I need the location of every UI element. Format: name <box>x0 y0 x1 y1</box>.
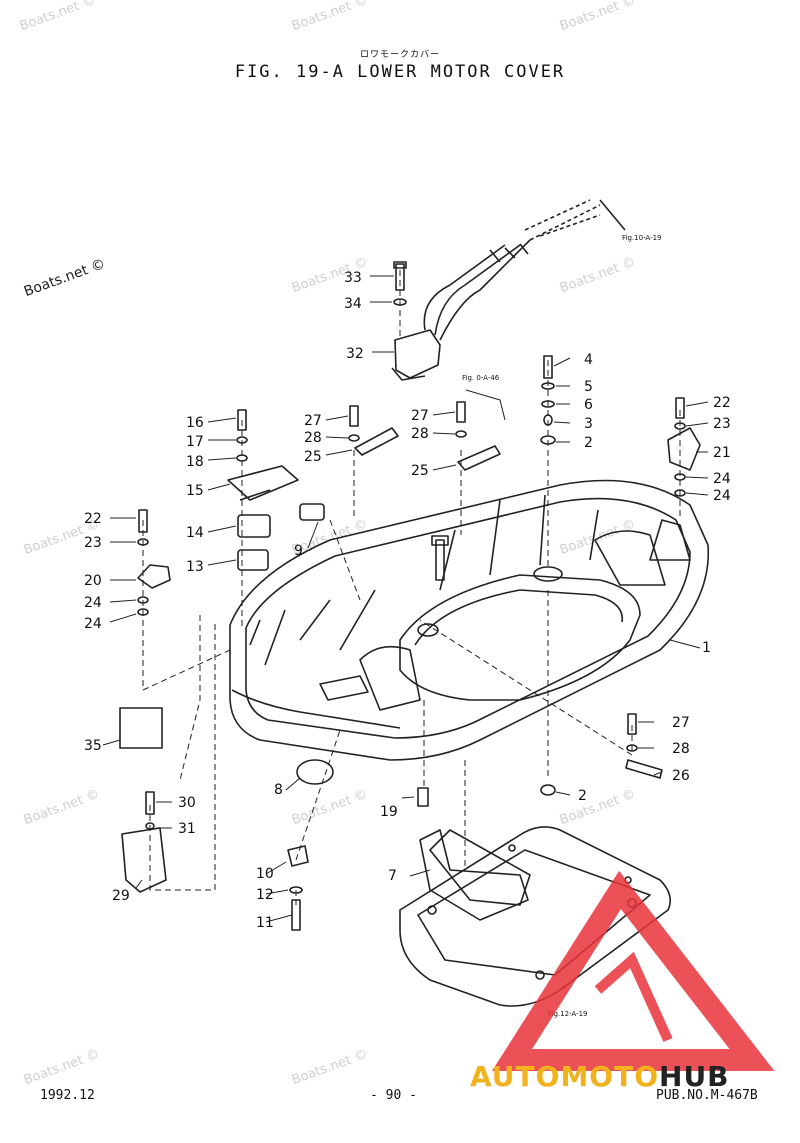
callout-5: 5 <box>584 379 593 395</box>
callout-33: 33 <box>344 270 362 286</box>
callout-22-left: 22 <box>84 511 102 527</box>
label-leader-lines <box>102 275 709 923</box>
callout-3: 3 <box>584 416 593 432</box>
callout-18: 18 <box>186 454 204 470</box>
callout-24-left-b: 24 <box>84 616 102 632</box>
callout-15: 15 <box>186 483 204 499</box>
callout-21: 21 <box>713 445 731 461</box>
callout-8: 8 <box>274 782 283 798</box>
ref-fig-0-a-46: Fig. 0-A-46 <box>462 374 500 382</box>
title-japanese: ロワモークカバー <box>359 50 440 60</box>
automotohub-logo-mark <box>491 870 775 1071</box>
callout-11: 11 <box>256 915 274 931</box>
callout-1: 1 <box>702 640 711 656</box>
footer-date: 1992.12 <box>40 1088 95 1103</box>
ref-fig-12-a-19: Fig.12-A-19 <box>548 1010 587 1018</box>
logo-text-hub: HUB <box>659 1060 730 1093</box>
callout-27-mid: 27 <box>411 408 429 424</box>
callout-23-right: 23 <box>713 416 731 432</box>
callout-6: 6 <box>584 397 593 413</box>
callout-27-right: 27 <box>672 715 690 731</box>
callout-20: 20 <box>84 573 102 589</box>
callout-34: 34 <box>344 296 362 312</box>
clamp-21 <box>667 427 701 471</box>
lower-motor-cover <box>229 479 710 761</box>
grommet-14 <box>237 514 271 538</box>
callout-28-right: 28 <box>672 741 690 757</box>
callout-27-left: 27 <box>304 413 322 429</box>
callout-9: 9 <box>294 543 303 559</box>
bracket-15 <box>227 465 299 501</box>
callout-25-mid: 25 <box>411 463 429 479</box>
figure-title: FIG. 19-A LOWER MOTOR COVER <box>234 62 566 82</box>
automotohub-logo: AUTOMOTOHUB <box>470 1060 730 1093</box>
callout-24-right-a: 24 <box>713 471 731 487</box>
callout-28-mid: 28 <box>411 426 429 442</box>
bracket-32 <box>391 329 441 381</box>
callout-10: 10 <box>256 866 274 882</box>
bolts-and-washers <box>137 261 686 931</box>
callout-35: 35 <box>84 738 102 754</box>
callout-30: 30 <box>178 795 196 811</box>
callout-17: 17 <box>186 434 204 450</box>
callout-22-right: 22 <box>713 395 731 411</box>
plate-29 <box>121 827 167 893</box>
callout-32: 32 <box>346 346 364 362</box>
callout-24-right-b: 24 <box>713 488 731 504</box>
plug-8 <box>296 759 334 785</box>
callout-23-left: 23 <box>84 535 102 551</box>
callout-7: 7 <box>388 868 397 884</box>
callout-14: 14 <box>186 525 204 541</box>
callout-19: 19 <box>380 804 398 820</box>
callout-4: 4 <box>584 352 593 368</box>
callout-24-left-a: 24 <box>84 595 102 611</box>
callout-26: 26 <box>672 768 690 784</box>
assembly-leaders <box>142 270 681 905</box>
callout-31: 31 <box>178 821 196 837</box>
plate-7 <box>419 829 529 921</box>
ref-fig-10-a-19: Fig.10-A-19 <box>622 234 661 242</box>
label-35 <box>119 707 163 749</box>
clamp-20 <box>137 564 171 589</box>
callout-13: 13 <box>186 559 204 575</box>
logo-text-automoto: AUTOMOTO <box>470 1060 660 1093</box>
callout-29: 29 <box>112 888 130 904</box>
footer-page-number: - 90 - <box>370 1088 417 1103</box>
callout-16: 16 <box>186 415 204 431</box>
callout-12: 12 <box>256 887 274 903</box>
grommet-9 <box>299 503 325 521</box>
callout-25-left: 25 <box>304 449 322 465</box>
callout-28-left: 28 <box>304 430 322 446</box>
grommet-13 <box>237 549 269 571</box>
callout-2-top: 2 <box>584 435 593 451</box>
callout-2-bottom: 2 <box>578 788 587 804</box>
footer-publication-number: PUB.NO.M-467B <box>656 1088 758 1103</box>
wire-harness <box>423 239 531 341</box>
